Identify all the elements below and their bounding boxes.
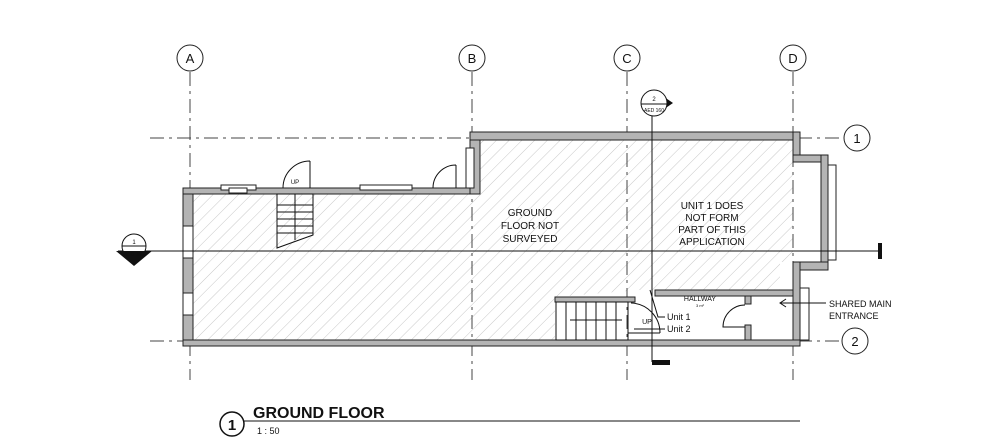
section-line-1: 1 AED 160 bbox=[116, 233, 882, 266]
unit2-label: Unit 2 bbox=[667, 324, 691, 334]
shared-entrance-label-2: ENTRANCE bbox=[829, 311, 879, 321]
svg-text:UNIT 1 DOES: UNIT 1 DOES bbox=[681, 201, 744, 212]
grid-label-2: 2 bbox=[851, 334, 858, 349]
section-1-number[interactable]: 1 bbox=[132, 240, 136, 246]
svg-text:FLOOR NOT: FLOOR NOT bbox=[501, 221, 559, 232]
unit1-label: Unit 1 bbox=[667, 312, 691, 322]
grid-label-a: A bbox=[186, 51, 195, 66]
view-number-bubble bbox=[219, 411, 245, 437]
not-surveyed-label: GROUND FLOOR NOT SURVEYED bbox=[501, 208, 559, 245]
svg-text:NOT FORM: NOT FORM bbox=[685, 213, 738, 224]
section-2-number[interactable]: 2 bbox=[652, 97, 656, 103]
svg-text:PART OF THIS: PART OF THIS bbox=[678, 225, 746, 236]
svg-text:APPLICATION: APPLICATION bbox=[679, 237, 744, 248]
unit-leaders bbox=[634, 289, 826, 330]
svg-text:SURVEYED: SURVEYED bbox=[503, 234, 558, 245]
stair-up-label-2: UP bbox=[642, 319, 652, 326]
stair-up-label-1: UP bbox=[291, 180, 299, 186]
grid-label-c: C bbox=[622, 51, 631, 66]
svg-text:GROUND: GROUND bbox=[508, 208, 552, 219]
view-number: 1 bbox=[228, 417, 236, 434]
walls bbox=[182, 131, 829, 347]
grid-label-b: B bbox=[468, 51, 477, 66]
section-2-sheet[interactable]: AED 160 bbox=[644, 108, 664, 114]
shared-entrance-label-1: SHARED MAIN bbox=[829, 299, 892, 309]
hallway-area: 3 m² bbox=[696, 303, 705, 308]
grid-label-d: D bbox=[788, 51, 797, 66]
view-scale: 1 : 50 bbox=[257, 426, 280, 436]
grid-bubbles bbox=[176, 44, 871, 355]
windows bbox=[182, 147, 837, 341]
hallway-name: HALLWAY bbox=[684, 296, 716, 303]
stair-1 bbox=[276, 193, 314, 249]
grid-label-1: 1 bbox=[853, 131, 860, 146]
floor-hatch bbox=[193, 140, 793, 340]
stair-2 bbox=[555, 301, 629, 341]
section-1-sheet[interactable]: AED 160 bbox=[124, 252, 144, 258]
section-line-2: 2 AED 160 bbox=[640, 89, 673, 365]
view-title: GROUND FLOOR bbox=[253, 405, 385, 422]
unit1-note: UNIT 1 DOES NOT FORM PART OF THIS APPLIC… bbox=[678, 201, 746, 248]
